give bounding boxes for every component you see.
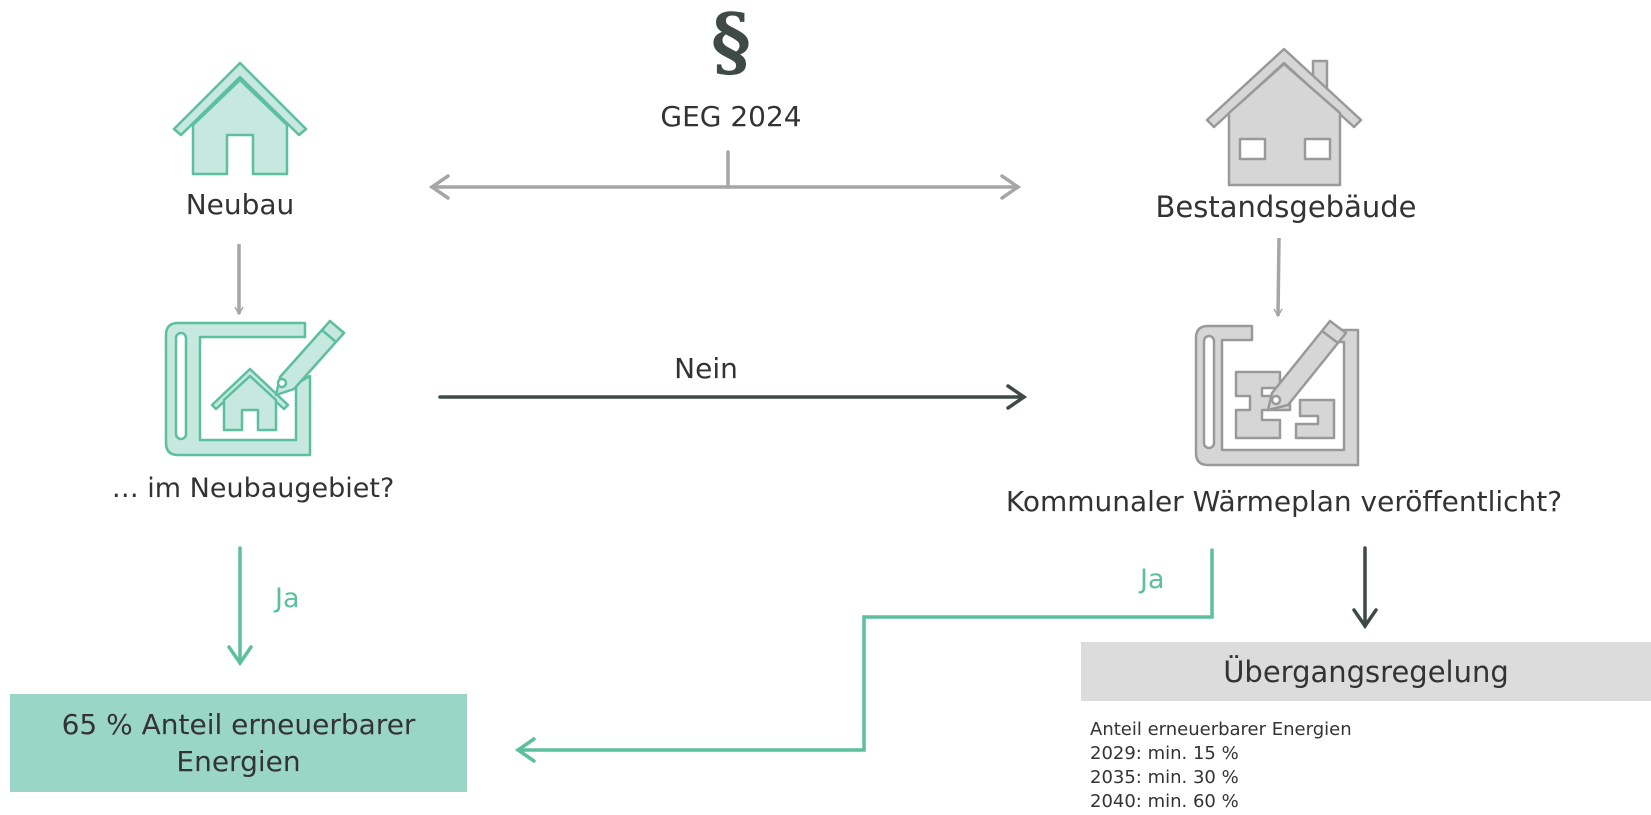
ja-right-label: Ja — [1140, 564, 1165, 595]
law-double-arrow — [428, 150, 1022, 200]
result-line-1: 65 % Anteil erneuerbarer — [61, 708, 416, 741]
result-box: 65 % Anteil erneuerbarer Energien — [10, 694, 467, 792]
nein-label: Nein — [674, 352, 738, 385]
arrow-ja-right — [514, 548, 1214, 763]
arrow-ja-left — [227, 546, 253, 667]
bestandsgebaeude-label: Bestandsgebäude — [1155, 190, 1417, 224]
floor-plan-pencil-icon — [1194, 319, 1360, 467]
arrow-nein — [438, 384, 1028, 410]
transition-heading: Anteil erneuerbarer Energien — [1090, 719, 1352, 740]
house-with-chimney-icon — [1205, 47, 1363, 187]
paragraph-symbol: § — [711, 0, 751, 86]
neubau-label: Neubau — [185, 188, 295, 221]
transition-details: Anteil erneuerbarer Energien 2029: min. … — [1090, 718, 1352, 814]
transition-line-2040: 2040: min. 60 % — [1090, 791, 1239, 812]
law-title: GEG 2024 — [660, 100, 802, 133]
transition-box: Übergangsregelung — [1081, 642, 1651, 701]
transition-line-2029: 2029: min. 15 % — [1090, 743, 1239, 764]
house-icon — [172, 61, 308, 176]
arrow-bestand-down — [1273, 237, 1283, 318]
ja-left-label: Ja — [275, 583, 300, 614]
waermeplan-question: Kommunaler Wärmeplan veröffentlicht? — [1005, 485, 1563, 518]
transition-line-2035: 2035: min. 30 % — [1090, 767, 1239, 788]
neubaugebiet-question: … im Neubaugebiet? — [111, 473, 395, 504]
arrow-to-transition — [1352, 546, 1378, 630]
result-line-2: Energien — [176, 745, 301, 778]
transition-title: Übergangsregelung — [1223, 654, 1509, 689]
building-plan-pencil-icon — [164, 319, 346, 457]
